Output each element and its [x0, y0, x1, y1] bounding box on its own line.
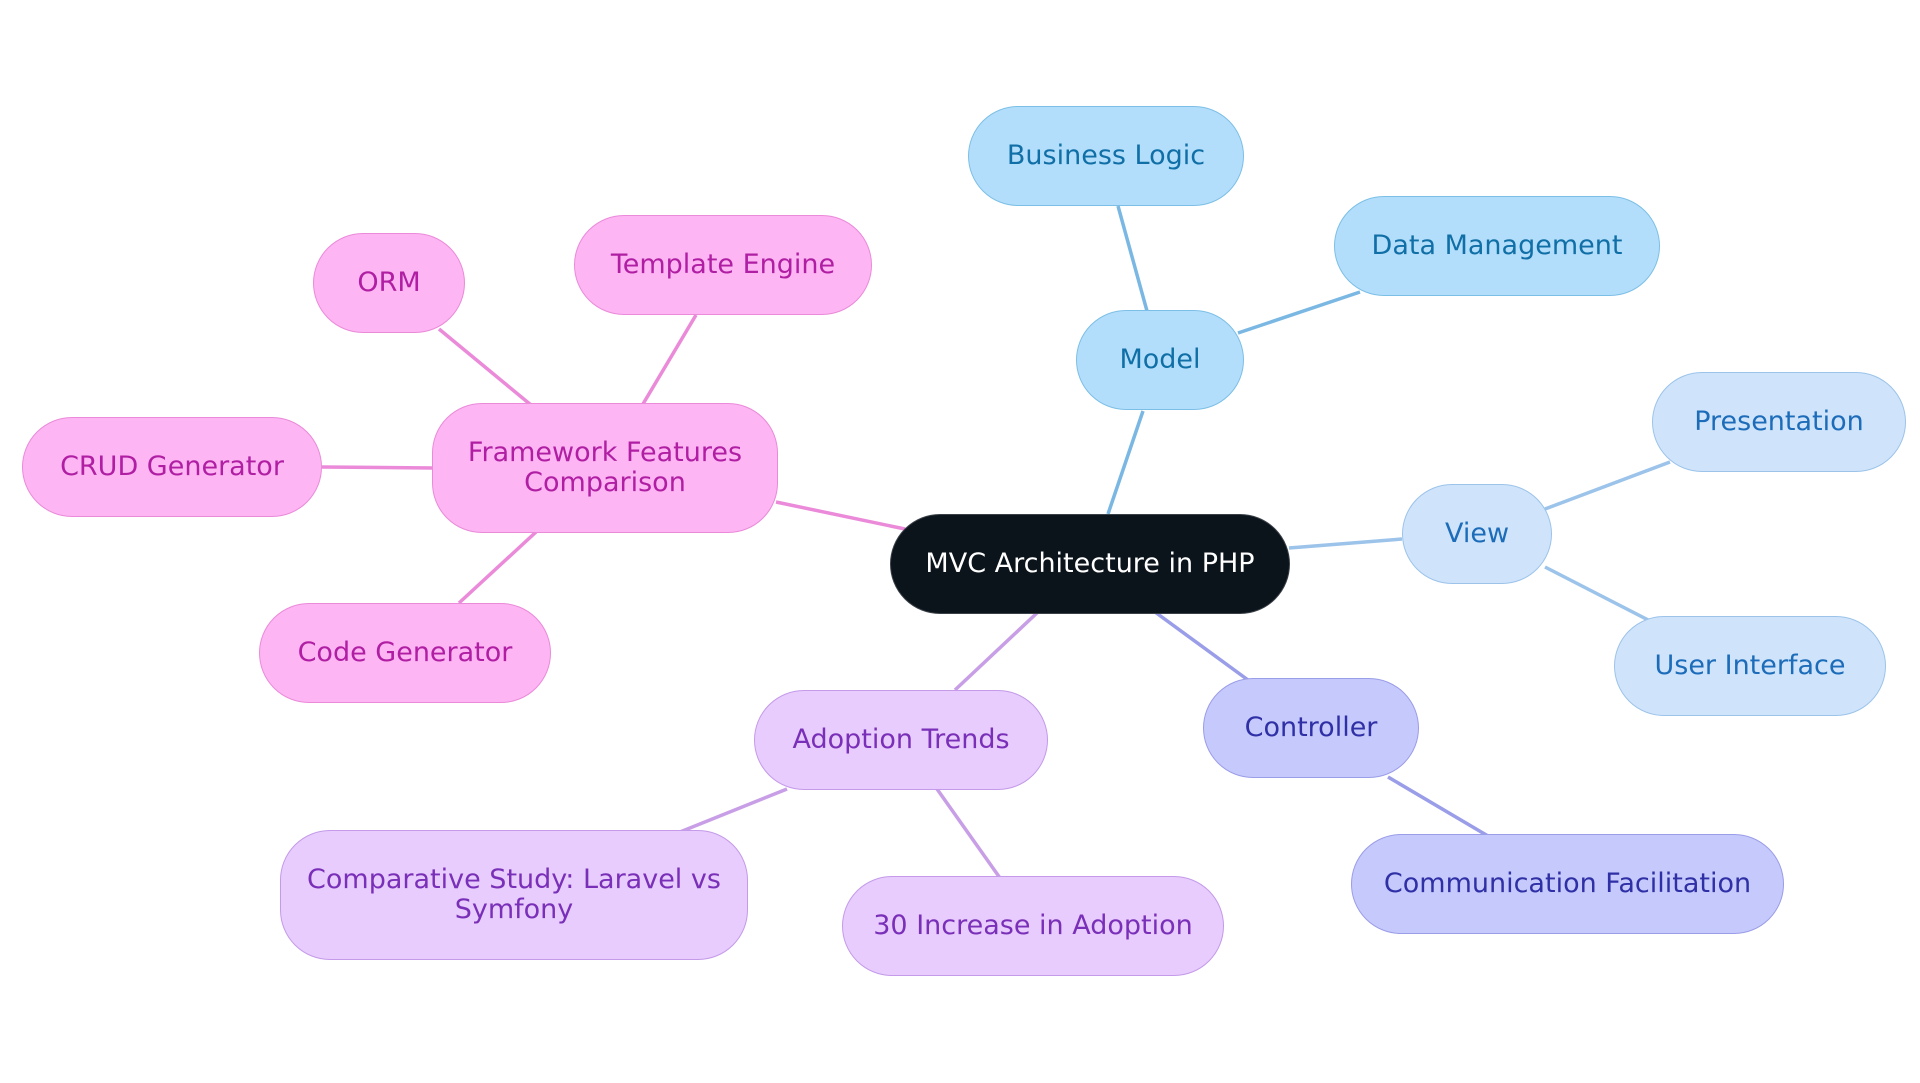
root-label: MVC Architecture in PHP [925, 548, 1255, 579]
data-management-node: Data Management [1334, 196, 1660, 296]
orm-label: ORM [357, 267, 421, 298]
business-logic-node: Business Logic [968, 106, 1244, 206]
template-engine-label: Template Engine [610, 249, 836, 280]
template-engine-node: Template Engine [574, 215, 872, 315]
comparative-study-label: Comparative Study: Laravel vs Symfony [307, 864, 721, 925]
presentation-label: Presentation [1694, 406, 1864, 437]
adoption-trends-label: Adoption Trends [792, 724, 1010, 755]
crud-generator-label: CRUD Generator [60, 451, 284, 482]
edge-framework-orm [437, 327, 533, 407]
code-generator-label: Code Generator [297, 637, 513, 668]
edge-adoption-comparative-study [674, 787, 788, 836]
edge-root-model [1106, 410, 1145, 515]
edge-view-presentation [1544, 460, 1671, 511]
30-increase-node: 30 Increase in Adoption [842, 876, 1224, 976]
edge-root-controller [1153, 610, 1250, 682]
data-management-label: Data Management [1371, 230, 1623, 261]
edge-root-view [1288, 537, 1403, 550]
edge-root-adoption [953, 610, 1040, 692]
controller-node: Controller [1203, 678, 1419, 778]
edge-model-data-management [1237, 290, 1361, 335]
edge-view-user-interface [1544, 565, 1653, 624]
crud-generator-node: CRUD Generator [22, 417, 322, 517]
root-node: MVC Architecture in PHP [890, 514, 1290, 614]
user-interface-label: User Interface [1654, 650, 1846, 681]
view-label: View [1444, 518, 1510, 549]
presentation-node: Presentation [1652, 372, 1906, 472]
communication-facilitation-label: Communication Facilitation [1383, 868, 1752, 899]
comparative-study-node: Comparative Study: Laravel vs Symfony [280, 830, 748, 960]
edge-adoption-30-increase [935, 787, 1002, 880]
model-node: Model [1076, 310, 1244, 410]
code-generator-node: Code Generator [259, 603, 551, 703]
edge-model-business-logic [1116, 205, 1149, 312]
orm-node: ORM [313, 233, 465, 333]
edge-framework-template-engine [641, 314, 698, 405]
edge-controller-communication [1387, 775, 1489, 838]
business-logic-label: Business Logic [1006, 140, 1206, 171]
30-increase-label: 30 Increase in Adoption [873, 910, 1193, 941]
framework-features-label: Framework Features Comparison [467, 437, 743, 498]
controller-label: Controller [1244, 712, 1378, 743]
edge-root-framework [775, 500, 906, 531]
edge-framework-crud-generator [321, 465, 434, 470]
communication-facilitation-node: Communication Facilitation [1351, 834, 1784, 934]
model-label: Model [1119, 344, 1201, 375]
user-interface-node: User Interface [1614, 616, 1886, 716]
edge-framework-code-generator [457, 530, 538, 605]
adoption-trends-node: Adoption Trends [754, 690, 1048, 790]
framework-features-node: Framework Features Comparison [432, 403, 778, 533]
view-node: View [1402, 484, 1552, 584]
